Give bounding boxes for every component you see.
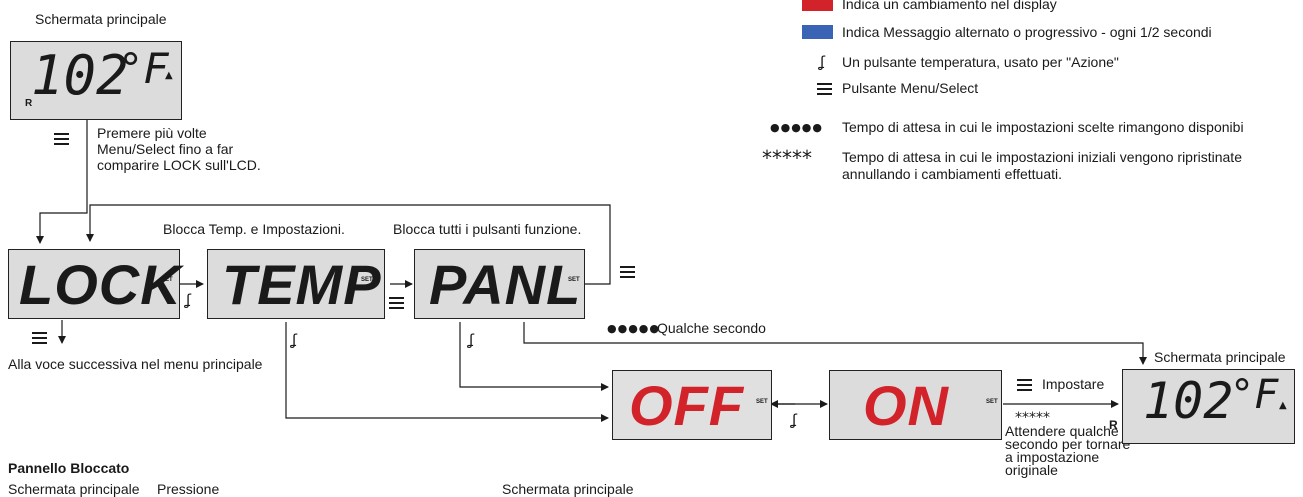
bottom-col2: Pressione [157, 481, 220, 497]
legend-stars-text-2: annullando i cambiamenti effettuati. [842, 166, 1062, 182]
lock-display-text: LOCK [19, 253, 182, 316]
off-display-text: OFF [629, 374, 744, 437]
off-display: OFF SET [612, 370, 772, 440]
on-display: ON SET [829, 370, 1002, 440]
few-seconds-text: Qualche secondo [657, 320, 766, 336]
temperature-button-icon: ʆ [469, 331, 475, 349]
panl-set-label: SET [568, 277, 580, 283]
lock-set-label: SET [161, 277, 173, 283]
temp-set-label: SET [361, 277, 373, 283]
set-label: Impostare [1042, 376, 1105, 392]
legend-temp-text: Un pulsante temperatura, usato per "Azio… [842, 54, 1119, 70]
legend-stars-symbol: ***** [762, 146, 812, 170]
temp-display-text: TEMP [222, 253, 382, 316]
wait-line4: originale [1005, 462, 1058, 478]
legend-blue-text: Indica Messaggio alternato o progressivo… [842, 24, 1212, 40]
legend-stars-text-1: Tempo di attesa in cui le impostazioni i… [842, 149, 1242, 165]
bottom-col3: Schermata principale [502, 481, 634, 497]
main-screen-r: R [25, 98, 33, 109]
main-screen-title: Schermata principale [35, 11, 167, 27]
on-display-text: ON [863, 374, 949, 437]
result-screen-r: R [1109, 418, 1118, 432]
main-screen-lcd: 102 °F R ▲ [10, 41, 182, 120]
menu-select-icon [32, 332, 47, 344]
temperature-button-icon: ʆ [820, 53, 826, 71]
legend-dots-symbol: ●●●●● [770, 121, 823, 134]
instruction-line3: comparire LOCK sull'LCD. [97, 157, 261, 173]
menu-select-icon [817, 83, 832, 95]
lock-temp-description: Blocca Temp. e Impostazioni. [163, 221, 345, 237]
legend-dots-text: Tempo di attesa in cui le impostazioni s… [842, 119, 1244, 135]
temperature-button-icon: ʆ [792, 411, 798, 429]
arrow-timeout [523, 322, 1147, 365]
menu-select-icon [1017, 379, 1032, 391]
menu-select-icon [54, 133, 69, 145]
arrow-main-to-lock [36, 120, 88, 244]
bottom-col1: Schermata principale [8, 481, 140, 497]
instruction-line2: Menu/Select fino a far [97, 141, 234, 157]
panl-display-text: PANL [429, 253, 582, 316]
menu-select-icon [620, 266, 635, 278]
off-set-label: SET [756, 399, 768, 405]
locked-panel-heading: Pannello Bloccato [8, 460, 130, 476]
thermometer-icon: ▲ [165, 70, 173, 81]
legend-blue-swatch [802, 25, 833, 39]
wait-line3: a impostazione [1005, 449, 1100, 465]
temp-display: TEMP SET [207, 249, 385, 319]
result-screen-lcd: 102 °F R ▲ [1109, 369, 1295, 444]
temperature-button-icon: ʆ [292, 331, 298, 349]
arrow-temp-to-off [285, 322, 609, 422]
main-screen-unit: °F [118, 44, 169, 93]
lock-panel-description: Blocca tutti i pulsanti funzione. [393, 221, 582, 237]
legend-red-text: Indica un cambiamento nel display [842, 0, 1057, 12]
on-set-label: SET [986, 399, 998, 405]
wait-stars: ***** [1015, 410, 1050, 426]
result-screen-title: Schermata principale [1154, 349, 1286, 365]
wait-line1: Attendere qualche [1005, 423, 1119, 439]
thermometer-icon: ▲ [1279, 400, 1287, 411]
instruction-line1: Premere più volte [97, 125, 207, 141]
arrow-panl-loop [86, 204, 611, 285]
main-screen-temp: 102 [31, 44, 129, 107]
legend-menu-text: Pulsante Menu/Select [842, 80, 979, 96]
few-seconds-dots: ●●●●● [607, 322, 660, 335]
temperature-button-icon: ʆ [186, 291, 192, 309]
result-screen-unit: °F [1230, 372, 1279, 418]
lock-display: LOCK SET [8, 249, 182, 319]
wait-line2: secondo per tornare [1005, 436, 1131, 452]
legend-red-swatch [802, 0, 833, 11]
next-item-text: Alla voce successiva nel menu principale [8, 356, 263, 372]
panl-display: PANL SET [414, 249, 585, 319]
result-screen-temp: 102 [1143, 372, 1234, 430]
menu-select-icon [389, 297, 404, 309]
arrow-panl-to-off [459, 322, 609, 391]
